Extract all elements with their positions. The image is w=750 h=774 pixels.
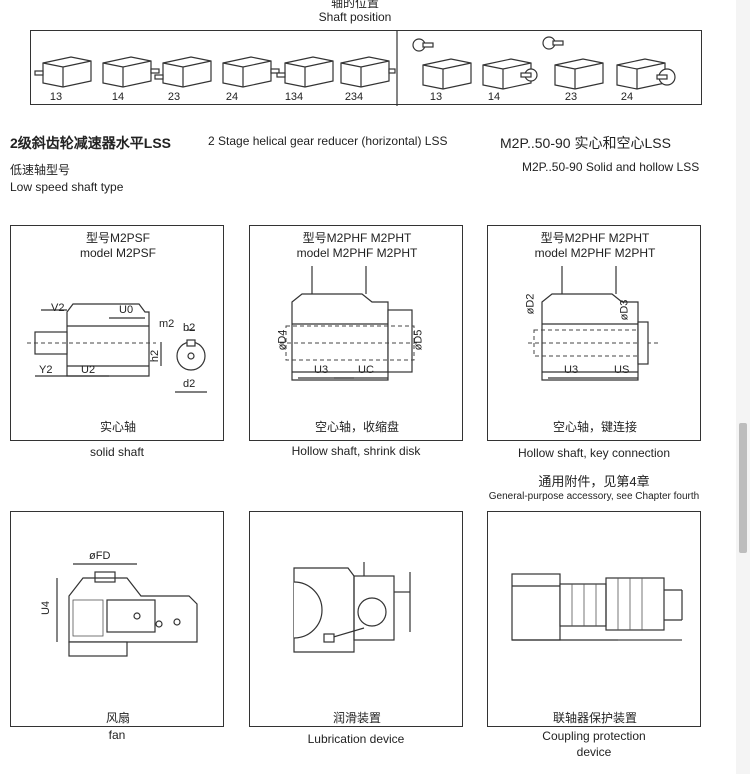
vertical-scrollbar[interactable] (736, 0, 750, 774)
panel-caption-en: Hollow shaft, key connection (517, 446, 671, 460)
dim-label: øD3 (618, 299, 631, 321)
shaft-pos-label: 13 (429, 91, 443, 103)
dim-label: øD5 (412, 329, 425, 351)
dim-label: øD4 (276, 329, 289, 351)
shaft-pos-label: 234 (344, 91, 364, 103)
lubrication-drawing (293, 562, 411, 653)
panel-caption-cn: 空心轴，收缩盘 (314, 420, 399, 434)
accessory-heading-en: General-purpose accessory, see Chapter f… (488, 491, 700, 502)
dim-label: UC (358, 364, 374, 376)
coupling-drawing (511, 573, 683, 641)
shaft-pos-label: 23 (564, 91, 578, 103)
heading-right-cn: M2P..50-90 实心和空心LSS (500, 135, 671, 151)
heading-en: 2 Stage helical gear reducer (horizontal… (208, 134, 448, 148)
panel-coupling: 联轴器保护装置 (487, 511, 701, 727)
dim-label: U4 (40, 600, 53, 616)
accessory-caption-en-line1: Coupling protection (542, 729, 646, 743)
shaft-pos-label: 14 (111, 91, 125, 103)
dim-label: U3 (564, 364, 579, 376)
dim-label: d2 (183, 378, 196, 390)
panel-caption-cn: 空心轴，键连接 (552, 420, 637, 434)
heading-right-en: M2P..50-90 Solid and hollow LSS (522, 160, 700, 174)
dim-label: øD2 (524, 293, 537, 315)
solid-shaft-drawing (27, 303, 207, 393)
accessory-caption-cn: 润滑装置 (332, 711, 381, 725)
dim-label: U2 (81, 364, 96, 376)
panel-lubrication: 润滑装置 (249, 511, 463, 727)
shaft-position-panel: 13 14 23 24 134 234 13 14 23 24 (30, 30, 702, 106)
panel-hollow-shrink: 型号M2PHF M2PHT model M2PHF M2PHT øD4 øD5 … (249, 225, 463, 441)
accessory-caption-en-line2: device (576, 745, 612, 759)
shaft-position-title-en: Shaft position (318, 10, 392, 24)
panel-model-cn: 型号M2PHF M2PHT (540, 231, 650, 245)
heading-cn: 2级斜齿轮减速器水平LSS (10, 135, 172, 151)
shaft-pos-label: 23 (167, 91, 181, 103)
dim-label: U0 (119, 304, 134, 316)
panel-model-en: model M2PSF (79, 246, 157, 260)
panel-fan: øFD U4 风扇 (10, 511, 224, 727)
dim-label: Y2 (39, 364, 53, 376)
scrollbar-thumb[interactable] (739, 423, 747, 553)
panel-solid-shaft: 型号M2PSF model M2PSF V2 U0 m2 b2 h2 Y2 U2… (10, 225, 224, 441)
shaft-pos-label: 134 (284, 91, 304, 103)
shaft-pos-label: 24 (620, 91, 634, 103)
accessory-caption-en: Lubrication device (307, 732, 405, 746)
panel-model-en: model M2PHF M2PHT (296, 246, 418, 260)
hollow-shrink-drawing (280, 266, 420, 381)
accessory-caption-en: fan (108, 728, 126, 742)
shaft-position-title-cn: 轴的位置 (330, 0, 379, 10)
dim-label: US (614, 364, 630, 376)
accessory-caption-cn: 风扇 (105, 711, 130, 725)
dim-label: b2 (183, 322, 196, 334)
shaft-pos-label: 24 (225, 91, 239, 103)
dim-label: U3 (314, 364, 329, 376)
fan-drawing (56, 563, 198, 657)
accessory-caption-cn: 联轴器保护装置 (552, 711, 637, 725)
shaft-position-drawings (34, 31, 676, 106)
hollow-key-drawing (528, 266, 658, 381)
panel-model-cn: 型号M2PHF M2PHT (302, 231, 412, 245)
panel-caption-en: Hollow shaft, shrink disk (291, 444, 421, 458)
subheading-cn: 低速轴型号 (10, 163, 71, 177)
dim-label: h2 (149, 349, 162, 363)
accessory-heading-cn: 通用附件，见第4章 (538, 474, 650, 489)
dim-label: V2 (51, 302, 65, 314)
shaft-pos-label: 14 (487, 91, 501, 103)
subheading-en: Low speed shaft type (10, 180, 124, 194)
panel-model-en: model M2PHF M2PHT (534, 246, 656, 260)
panel-model-cn: 型号M2PSF (85, 231, 150, 245)
shaft-pos-label: 13 (49, 91, 63, 103)
panel-hollow-key: 型号M2PHF M2PHT model M2PHF M2PHT øD2 øD3 … (487, 225, 701, 441)
dim-label: m2 (159, 318, 175, 330)
panel-caption-en: solid shaft (89, 445, 145, 459)
dim-label: øFD (89, 550, 111, 562)
panel-caption-cn: 实心轴 (99, 420, 136, 434)
